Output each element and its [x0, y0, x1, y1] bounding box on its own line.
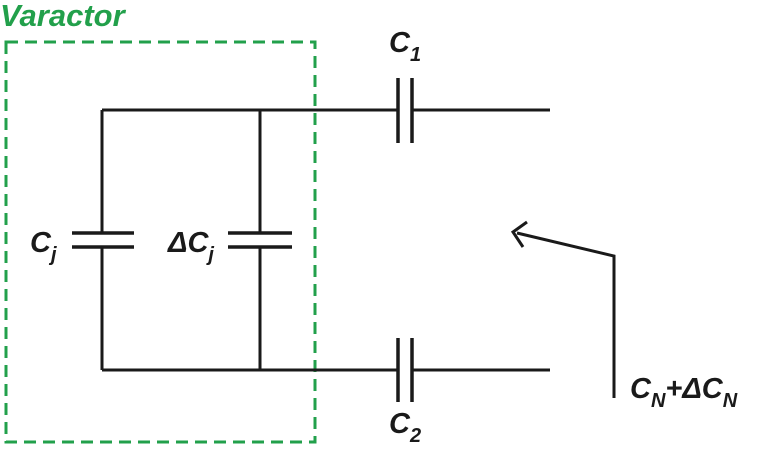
c2-capacitor-symbol	[396, 338, 414, 402]
cj-label: Cj	[30, 227, 57, 266]
cj-capacitor-symbol	[72, 231, 134, 249]
dcj-label: ΔCj	[167, 227, 214, 266]
varactor-title: Varactor	[0, 0, 127, 33]
cn-arrow-line	[516, 231, 616, 398]
c2-label: C2	[389, 408, 421, 447]
c1-label: C1	[389, 27, 421, 66]
c1-capacitor-symbol	[396, 78, 414, 143]
cn-delta-label: CN+ΔCN	[630, 373, 738, 412]
dcj-capacitor-symbol	[228, 231, 292, 249]
cn-arrowhead	[510, 220, 528, 248]
varactor-boundary	[4, 40, 317, 444]
